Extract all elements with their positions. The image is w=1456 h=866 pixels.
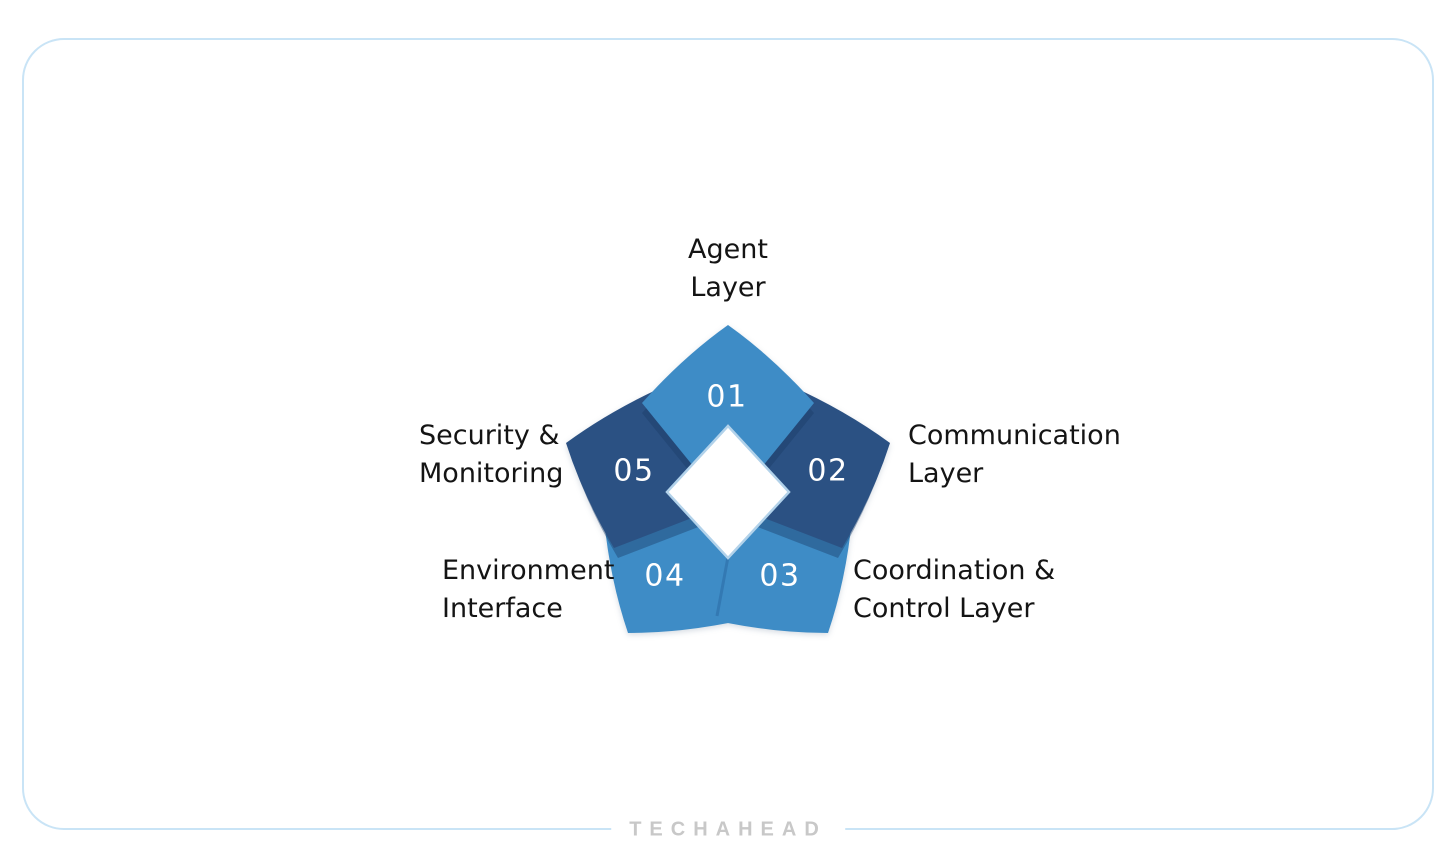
- center-diamond: [665, 424, 791, 560]
- label-communication-layer: Communication Layer: [908, 417, 1121, 493]
- label-line: Interface: [442, 593, 563, 624]
- seam-line-03-04: [715, 556, 730, 617]
- segment-number-05: 05: [613, 454, 654, 489]
- label-coordination-control-layer: Coordination & Control Layer: [853, 552, 1055, 628]
- label-line: Control Layer: [853, 593, 1035, 624]
- segment-number-01: 01: [706, 380, 747, 415]
- segment-number-02: 02: [807, 454, 848, 489]
- label-agent-layer: Agent Layer: [688, 231, 768, 307]
- label-line: Communication: [908, 420, 1121, 451]
- label-line: Layer: [908, 458, 984, 489]
- label-security-monitoring: Security & Monitoring: [419, 417, 563, 493]
- label-line: Monitoring: [419, 458, 564, 489]
- label-line: Coordination &: [853, 555, 1056, 586]
- pentagon-star-diagram: 01 02 03 04 05: [566, 325, 890, 633]
- label-line: Layer: [690, 272, 766, 303]
- segment-number-04: 04: [644, 559, 685, 594]
- petal-01-shape: [642, 325, 814, 509]
- segment-number-03: 03: [759, 559, 800, 594]
- label-environment-interface: Environment Interface: [442, 552, 614, 628]
- label-line: Environment: [442, 555, 615, 586]
- label-line: Agent: [688, 234, 768, 265]
- techahead-logo: TECHAHEAD: [611, 814, 845, 846]
- label-line: Security &: [419, 420, 560, 451]
